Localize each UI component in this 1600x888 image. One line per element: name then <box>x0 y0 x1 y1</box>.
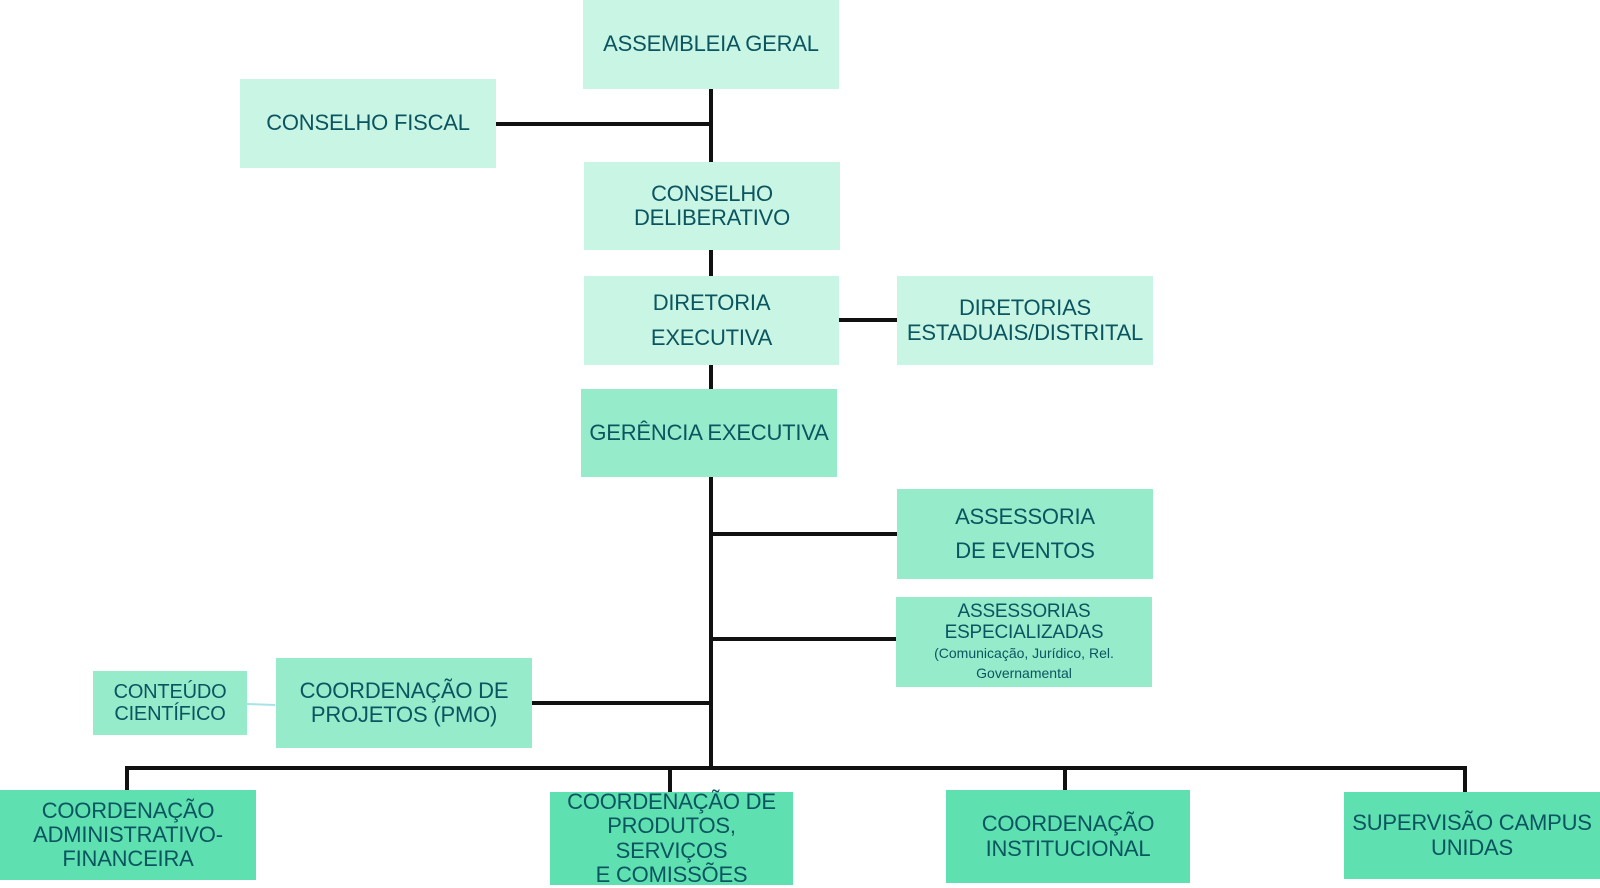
gerencia-executiva-label: GERÊNCIA EXECUTIVA <box>589 419 829 445</box>
conteudo-cientifico-line1: CONTEÚDO <box>113 681 227 703</box>
supervisao-campus-line2: UNIDAS <box>1431 834 1513 860</box>
assessorias-especializadas-line2: ESPECIALIZADAS <box>944 621 1104 643</box>
assessorias-especializadas-box[interactable]: ASSESSORIAS ESPECIALIZADAS (Comunicação,… <box>896 597 1152 687</box>
coordenacao-projetos-line1: COORDENAÇÃO DE <box>299 677 509 703</box>
gerencia-executiva-box[interactable]: GERÊNCIA EXECUTIVA <box>581 389 837 477</box>
coordenacao-adm-fin-box[interactable]: COORDENAÇÃO ADMINISTRATIVO- FINANCEIRA <box>0 790 256 880</box>
assembleia-geral-label: ASSEMBLEIA GERAL <box>603 31 819 57</box>
diretorias-estaduais-box[interactable]: DIRETORIAS ESTADUAIS/DISTRITAL <box>897 276 1153 365</box>
coordenacao-produtos-line1: COORDENAÇÃO DE <box>567 789 776 815</box>
diretorias-estaduais-line1: DIRETORIAS <box>958 295 1092 321</box>
coordenacao-institucional-line2: INSTITUCIONAL <box>985 835 1151 861</box>
coordenacao-projetos-line2: PROJETOS (PMO) <box>310 702 498 727</box>
assessoria-eventos-line2: DE EVENTOS <box>955 538 1095 563</box>
coordenacao-adm-fin-line2: ADMINISTRATIVO- <box>33 821 223 847</box>
conselho-deliberativo-line2: DELIBERATIVO <box>633 205 791 230</box>
coordenacao-institucional-line1: COORDENAÇÃO <box>981 811 1155 837</box>
conteudo-cientifico-line2: CIENTÍFICO <box>114 703 226 725</box>
assessoria-eventos-box[interactable]: ASSESSORIA DE EVENTOS <box>897 489 1153 579</box>
diretoria-executiva-line1: DIRETORIA <box>652 290 771 316</box>
coordenacao-adm-fin-line3: FINANCEIRA <box>62 846 194 872</box>
supervisao-campus-line1: SUPERVISÃO CAMPUS <box>1352 810 1592 836</box>
assessorias-especializadas-note1: (Comunicação, Jurídico, Rel. <box>934 645 1114 662</box>
diretoria-executiva-box[interactable]: DIRETORIA EXECUTIVA <box>584 276 839 365</box>
diretoria-executiva-line2: EXECUTIVA <box>650 324 773 350</box>
assessoria-eventos-line1: ASSESSORIA <box>955 503 1095 529</box>
assessorias-especializadas-line1: ASSESSORIAS <box>957 600 1091 622</box>
diretorias-estaduais-line2: ESTADUAIS/DISTRITAL <box>906 319 1144 345</box>
coordenacao-produtos-line2: PRODUTOS, SERVIÇOS <box>607 813 736 863</box>
coordenacao-projetos-box[interactable]: COORDENAÇÃO DE PROJETOS (PMO) <box>276 658 532 748</box>
conselho-fiscal-box[interactable]: CONSELHO FISCAL <box>240 79 496 168</box>
supervisao-campus-box[interactable]: SUPERVISÃO CAMPUS UNIDAS <box>1344 792 1600 879</box>
assembleia-geral-box[interactable]: ASSEMBLEIA GERAL <box>583 0 839 89</box>
coordenacao-produtos-box[interactable]: COORDENAÇÃO DE PRODUTOS, SERVIÇOS E COMI… <box>550 789 793 887</box>
conteudo-cientifico-connector <box>246 703 276 706</box>
conselho-deliberativo-box[interactable]: CONSELHO DELIBERATIVO <box>584 162 840 250</box>
conselho-fiscal-label: CONSELHO FISCAL <box>266 110 470 136</box>
coordenacao-produtos-line3: E COMISSÕES <box>595 861 748 887</box>
assessorias-especializadas-note2: Governamental <box>976 664 1072 681</box>
conselho-deliberativo-line1: CONSELHO <box>651 180 773 206</box>
coordenacao-adm-fin-line1: COORDENAÇÃO <box>41 797 215 823</box>
coordenacao-institucional-box[interactable]: COORDENAÇÃO INSTITUCIONAL <box>946 790 1190 883</box>
conteudo-cientifico-box[interactable]: CONTEÚDO CIENTÍFICO <box>93 671 247 735</box>
